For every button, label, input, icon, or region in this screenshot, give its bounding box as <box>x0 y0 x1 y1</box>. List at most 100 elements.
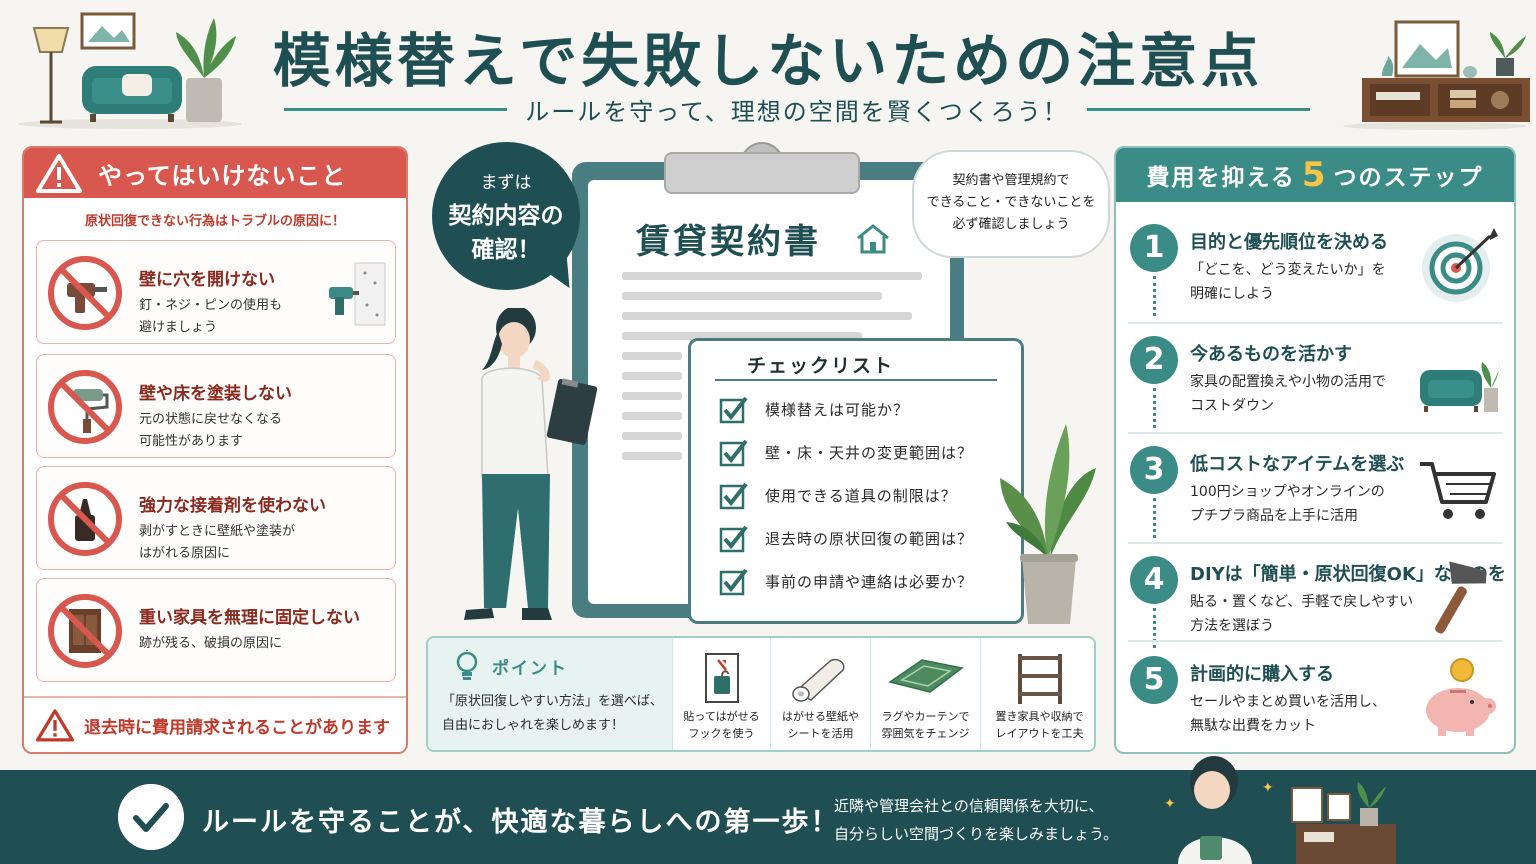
step-text: 家具の配置換えや小物の活用で コストダウン <box>1190 374 1386 414</box>
svg-text:✦: ✦ <box>1164 796 1176 812</box>
step-separator <box>1128 432 1502 434</box>
footer-main-text: ルールを守ることが、快適な暮らしへの第一歩！ <box>202 807 840 838</box>
doc-line <box>622 332 862 340</box>
potted-plant-illustration <box>1000 424 1096 624</box>
point-item-caption: 貼ってはがせる フックを使う <box>683 710 760 740</box>
steps-title-number: 5 <box>1301 155 1328 195</box>
piggy-bank-icon <box>1426 658 1496 736</box>
donts-title: やってはいけないこと <box>98 161 347 190</box>
hammer-icon <box>1435 561 1487 634</box>
dont-title: 強力な接着剤を使わない <box>139 496 326 516</box>
step-title: DIYは「簡単・原状回復OK」なものを <box>1190 564 1506 585</box>
check-circle-icon <box>118 784 184 850</box>
checklist-item-text: 模様替えは可能か？ <box>765 400 910 419</box>
step-connector <box>1153 388 1156 428</box>
warning-icon <box>36 154 82 193</box>
checklist-title: チェックリスト <box>747 355 895 377</box>
doc-line <box>622 432 682 440</box>
step-title: 今あるものを活かす <box>1190 344 1352 365</box>
step-text: 「どこを、どう変えたいか」を 明確にしよう <box>1190 262 1386 302</box>
point-item-shelf: 置き家具や収納で レイアウトを工夫 <box>980 638 1094 750</box>
house-icon <box>857 224 889 254</box>
checklist-card: チェックリスト 模様替えは可能か？ 壁・床・天井の変更範囲は？ 使用できる道具の… <box>688 338 1024 624</box>
bubble-big-text: 契約内容の 確認！ <box>448 203 564 263</box>
page-subtitle: ルールを守って、理想の空間を賢くつくろう！ <box>525 97 1069 126</box>
step-title: 目的と優先順位を決める <box>1190 232 1388 253</box>
doc-line <box>622 272 922 280</box>
dont-item-holes: 壁に穴を開けない 釘・ネジ・ピンの使用も 避けましょう <box>36 240 396 344</box>
step-separator <box>1128 322 1502 324</box>
checklist-item: 退去時の原状回復の範囲は？ <box>719 522 973 554</box>
checklist-item: 使用できる道具の制限は？ <box>719 479 957 511</box>
steps-header: 費用を抑える 5 つのステップ <box>1116 148 1514 202</box>
glue-icon <box>48 482 122 556</box>
rug-icon <box>887 659 964 693</box>
point-item-hook: 貼ってはがせる フックを使う <box>672 638 770 750</box>
point-item-caption: はがせる壁紙や シートを活用 <box>782 710 859 740</box>
drill-wall-illustration <box>329 262 386 326</box>
point-text: 「原状回復しやすい方法」を選べば、 自由におしゃれを楽しめます！ <box>442 694 663 733</box>
checklist-item: 模様替えは可能か？ <box>719 393 909 425</box>
cabinet-icon <box>48 594 122 668</box>
checklist-item: 事前の申請や連絡は必要か？ <box>719 565 973 597</box>
room-right-illustration <box>1343 20 1530 130</box>
checklist-item-text: 退去時の原状回復の範囲は？ <box>765 529 974 548</box>
step-connector <box>1153 608 1156 648</box>
checklist-item: 壁・床・天井の変更範囲は？ <box>719 436 973 468</box>
woman-thinking-illustration <box>464 308 598 620</box>
wallpaper-roll-icon <box>791 658 845 702</box>
dont-title: 壁や床を塗装しない <box>139 384 292 404</box>
step-text: 貼る・置くなど、手軽で戻しやすい 方法を選ぼう <box>1190 594 1414 634</box>
step-number: 3 <box>1130 446 1178 494</box>
warning-icon <box>36 709 74 742</box>
steps-title-pre: 費用を抑える <box>1146 165 1296 191</box>
dont-text: 剥がすときに壁紙や塗装が はがれる原因に <box>139 524 296 561</box>
check-contract-bubble: まずは 契約内容の 確認！ <box>432 142 580 290</box>
point-item-rug: ラグやカーテンで 雰囲気をチェンジ <box>870 638 980 750</box>
doc-line <box>622 292 882 300</box>
step-3: 3 低コストなアイテムを選ぶ 100円ショップやオンラインの プチプラ商品を上手… <box>1128 436 1504 544</box>
shelf-icon <box>1017 654 1062 704</box>
donts-footer: 退去時に費用請求されることがあります <box>24 696 406 752</box>
step-4: 4 DIYは「簡単・原状回復OK」なものを 貼る・置くなど、手軽で戻しやすい 方… <box>1128 546 1506 654</box>
hook-icon <box>704 653 739 703</box>
dont-item-heavy-furniture: 重い家具を無理に固定しない 跡が残る、破損の原因に <box>36 578 396 682</box>
checkbox-checked-icon <box>719 396 748 424</box>
point-item-caption: 置き家具や収納で レイアウトを工夫 <box>995 710 1084 740</box>
page-title: 模様替えで失敗しないための注意点 <box>272 27 1264 95</box>
room-left-illustration <box>18 12 242 129</box>
dont-text: 釘・ネジ・ピンの使用も 避けましょう <box>139 298 283 335</box>
checkbox-checked-icon <box>719 482 748 510</box>
checkbox-checked-icon <box>719 568 748 596</box>
subtitle-line-left <box>284 107 508 111</box>
donts-footer-text: 退去時に費用請求されることがあります <box>84 717 390 738</box>
doc-line <box>622 392 682 400</box>
dont-text: 元の状態に戻せなくなる 可能性があります <box>139 412 283 449</box>
step-title: 低コストなアイテムを選ぶ <box>1190 454 1405 475</box>
drill-icon <box>48 256 122 330</box>
subtitle-row: ルールを守って、理想の空間を賢くつくろう！ <box>284 92 1311 126</box>
bubble-small-text: まずは <box>480 173 532 193</box>
step-title: 計画的に購入する <box>1190 664 1334 685</box>
paint-roller-icon <box>48 370 122 444</box>
checklist-rule <box>715 379 997 381</box>
step-number: 1 <box>1130 224 1178 272</box>
clip-top <box>664 152 860 194</box>
woman-relaxing-illustration: ✦ ✦ <box>1164 756 1396 864</box>
step-connector <box>1153 276 1156 316</box>
checklist-item-text: 事前の申請や連絡は必要か？ <box>765 572 974 591</box>
donts-subtitle: 原状回復できない行為はトラブルの原因に！ <box>84 214 345 229</box>
contract-title: 賃貸契約書 <box>636 222 821 262</box>
doc-line <box>622 452 682 460</box>
subtitle-line-right <box>1086 107 1311 111</box>
doc-line <box>622 352 682 360</box>
step-number: 2 <box>1130 336 1178 384</box>
steps-panel: 費用を抑える 5 つのステップ 1 目的と優先順位を決める 「どこを、どう変えた… <box>1114 146 1516 754</box>
cart-icon <box>1420 462 1496 519</box>
step-5: 5 計画的に購入する セールやまとめ買いを活用し、 無駄な出費をカット <box>1128 646 1504 752</box>
contract-text-lines <box>622 272 922 472</box>
lightbulb-icon <box>456 650 478 680</box>
point-item-caption: ラグやカーテンで 雰囲気をチェンジ <box>881 710 970 740</box>
point-label: ポイント <box>492 659 568 679</box>
dont-title: 壁に穴を開けない <box>139 270 275 290</box>
